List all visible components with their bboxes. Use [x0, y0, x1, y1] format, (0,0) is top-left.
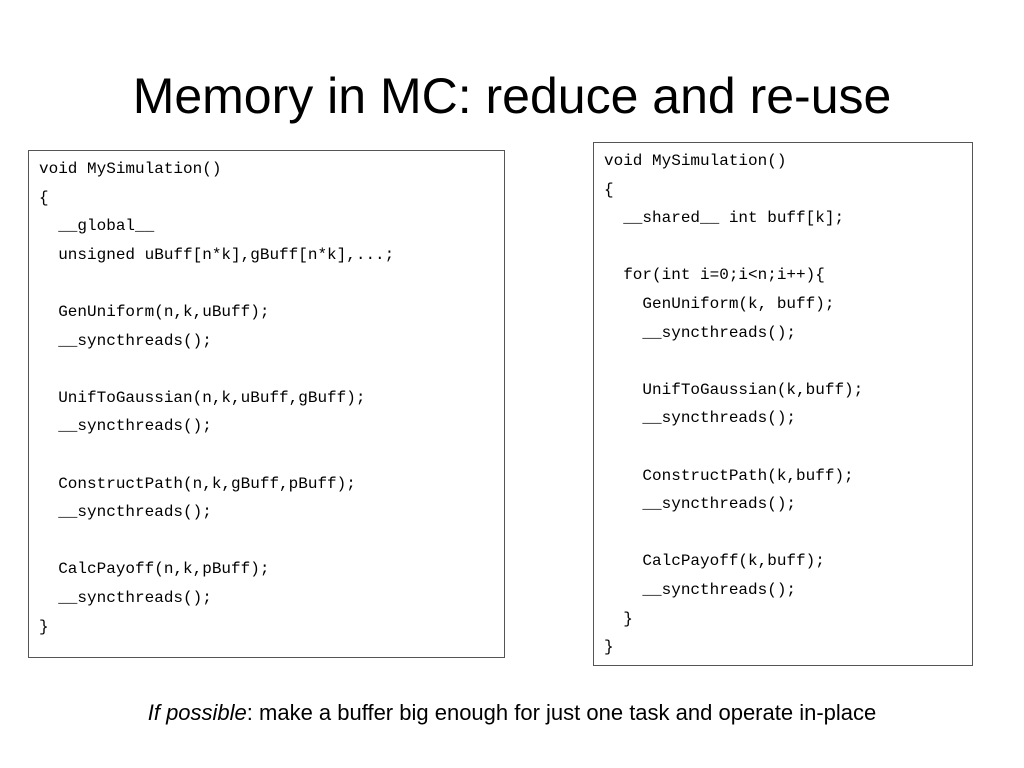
caption-text: : make a buffer big enough for just one …	[246, 700, 877, 725]
code-line: __syncthreads();	[39, 503, 212, 522]
code-line	[39, 269, 504, 298]
code-line: CalcPayoff(k,buff);	[604, 552, 825, 571]
code-block-left: void MySimulation() { __global__ unsigne…	[28, 150, 505, 658]
code-line: __shared__ int buff[k];	[604, 209, 845, 228]
code-block-right: void MySimulation() { __shared__ int buf…	[593, 142, 973, 666]
code-line: __syncthreads();	[604, 323, 797, 342]
code-line: GenUniform(k, buff);	[604, 294, 835, 313]
code-line: __syncthreads();	[39, 588, 212, 607]
slide-title: Memory in MC: reduce and re-use	[132, 68, 892, 124]
caption-emphasis: If possible	[147, 700, 247, 725]
code-line: GenUniform(n,k,uBuff);	[39, 302, 270, 321]
code-line: }	[604, 638, 614, 657]
code-line: for(int i=0;i<n;i++){	[604, 266, 825, 285]
code-line	[39, 527, 504, 556]
code-line	[604, 347, 972, 376]
code-line: ConstructPath(k,buff);	[604, 466, 854, 485]
code-line: __syncthreads();	[604, 580, 797, 599]
code-line: {	[604, 180, 614, 199]
code-line	[39, 441, 504, 470]
code-line: }	[39, 617, 49, 636]
code-line	[604, 433, 972, 462]
code-line: void MySimulation()	[604, 152, 787, 170]
slide-caption: If possible: make a buffer big enough fo…	[0, 698, 1024, 728]
code-line: __syncthreads();	[39, 331, 212, 350]
code-line: __global__	[39, 217, 155, 236]
code-line: CalcPayoff(n,k,pBuff);	[39, 560, 270, 579]
code-line: __syncthreads();	[39, 417, 212, 436]
code-line: }	[604, 609, 633, 628]
code-line: __syncthreads();	[604, 409, 797, 428]
code-line: __syncthreads();	[604, 495, 797, 514]
code-line	[604, 233, 972, 262]
code-line: {	[39, 188, 49, 207]
code-line: UnifToGaussian(k,buff);	[604, 380, 864, 399]
code-line: void MySimulation()	[39, 160, 222, 178]
code-line: unsigned uBuff[n*k],gBuff[n*k],...;	[39, 245, 395, 264]
code-line	[39, 355, 504, 384]
code-line: UnifToGaussian(n,k,uBuff,gBuff);	[39, 388, 366, 407]
code-line	[604, 519, 972, 548]
code-line: ConstructPath(n,k,gBuff,pBuff);	[39, 474, 356, 493]
